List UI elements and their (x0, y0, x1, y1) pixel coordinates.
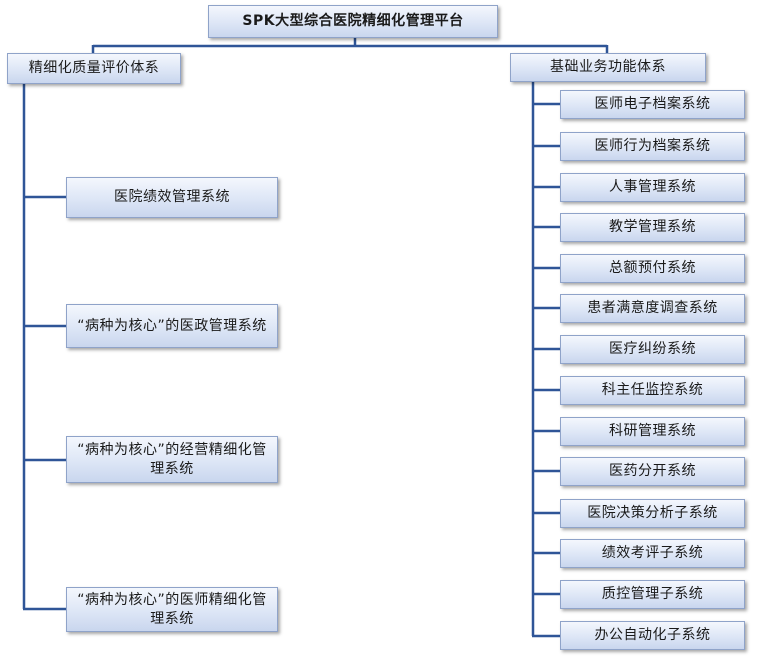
right-item: 医药分开系统 (560, 457, 745, 486)
right-item: 科研管理系统 (560, 417, 745, 446)
right-item: 绩效考评子系统 (560, 539, 745, 568)
left-item: “病种为核心”的医政管理系统 (66, 304, 278, 348)
left-branch-title: 精细化质量评价体系 (7, 53, 181, 84)
right-item: 患者满意度调查系统 (560, 294, 745, 323)
right-item: 医师电子档案系统 (560, 90, 745, 119)
right-item: 医师行为档案系统 (560, 132, 745, 161)
left-item: 医院绩效管理系统 (66, 177, 278, 218)
right-item: 办公自动化子系统 (560, 621, 745, 650)
right-item: 总额预付系统 (560, 254, 745, 283)
right-item: 人事管理系统 (560, 173, 745, 202)
root-node: SPK大型综合医院精细化管理平台 (208, 5, 498, 38)
right-item: 科主任监控系统 (560, 376, 745, 405)
right-item: 医疗纠纷系统 (560, 335, 745, 364)
left-item: “病种为核心”的医师精细化管理系统 (66, 587, 278, 632)
right-item: 质控管理子系统 (560, 580, 745, 609)
right-branch-title: 基础业务功能体系 (510, 53, 706, 82)
right-item: 医院决策分析子系统 (560, 499, 745, 528)
right-item: 教学管理系统 (560, 213, 745, 242)
left-item: “病种为核心”的经营精细化管理系统 (66, 436, 278, 483)
